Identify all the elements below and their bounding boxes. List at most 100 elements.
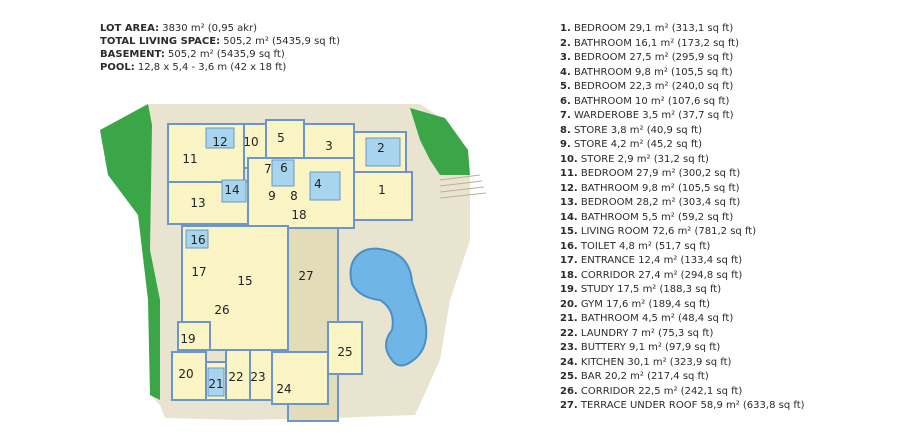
legend-item-text: TERRACE UNDER ROOF 58,9 m² (633,8 sq ft) xyxy=(580,400,805,411)
legend-item-number: 3. xyxy=(560,52,571,63)
legend-item-text: BAR 20,2 m² (217,4 sq ft) xyxy=(580,371,709,382)
legend-item: 20. GYM 17,6 m² (189,4 sq ft) xyxy=(560,298,805,313)
outdoor-stairs xyxy=(439,174,487,199)
room-label-1: 1 xyxy=(378,183,386,197)
room-label-10: 10 xyxy=(243,135,258,149)
legend-item-text: BATHROOM 16,1 m² (173,2 sq ft) xyxy=(573,37,739,49)
legend-item-text: BEDROOM 27,5 m² (295,9 sq ft) xyxy=(573,52,734,63)
legend-item: 23. BUTTERY 9,1 m² (97,9 sq ft) xyxy=(560,341,805,356)
room-label-16: 16 xyxy=(190,233,205,247)
legend-item: 1. BEDROOM 29,1 m² (313,1 sq ft) xyxy=(560,22,805,37)
room-label-15: 15 xyxy=(237,274,252,288)
legend-item-text: BEDROOM 27,9 m² (300,2 sq ft) xyxy=(580,168,741,179)
legend-item-text: CORRIDOR 27,4 m² (294,8 sq ft) xyxy=(580,269,743,281)
legend-item: 17. ENTRANCE 12,4 m² (133,4 sq ft) xyxy=(560,254,805,269)
legend-item-text: LIVING ROOM 72,6 m² (781,2 sq ft) xyxy=(580,226,757,237)
room-label-4: 4 xyxy=(314,177,322,191)
summary-lot-area: LOT AREA: 3830 m² (0,95 akr) xyxy=(100,23,258,34)
legend-item-text: BUTTERY 9,1 m² (97,9 sq ft) xyxy=(580,342,721,353)
room-label-24: 24 xyxy=(276,382,291,396)
legend-item-number: 5. xyxy=(560,81,571,92)
legend-item-text: BATHROOM 4,5 m² (48,4 sq ft) xyxy=(580,313,734,324)
legend-item: 19. STUDY 17,5 m² (188,3 sq ft) xyxy=(560,283,805,298)
grass-right xyxy=(410,108,470,175)
legend-item-number: 10. xyxy=(560,153,578,165)
legend-item-number: 9. xyxy=(560,139,571,150)
legend-item-number: 16. xyxy=(560,240,578,252)
room-label-12: 12 xyxy=(212,135,227,149)
legend-item-number: 7. xyxy=(560,110,571,121)
legend-item-text: WARDEROBE 3,5 m² (37,7 sq ft) xyxy=(573,110,734,121)
legend-item-number: 25. xyxy=(560,371,578,382)
legend-item: 11. BEDROOM 27,9 m² (300,2 sq ft) xyxy=(560,167,805,182)
legend-item-number: 23. xyxy=(560,342,578,353)
legend-item-number: 27. xyxy=(560,400,578,411)
legend-item: 13. BEDROOM 28,2 m² (303,4 sq ft) xyxy=(560,196,805,211)
legend-item-number: 2. xyxy=(560,37,571,49)
legend-item-text: ENTRANCE 12,4 m² (133,4 sq ft) xyxy=(580,255,743,266)
legend-item-text: STORE 3,8 m² (40,9 sq ft) xyxy=(573,124,702,136)
legend-item: 14. BATHROOM 5,5 m² (59,2 sq ft) xyxy=(560,211,805,226)
room-label-11: 11 xyxy=(182,152,197,166)
legend-item-number: 22. xyxy=(560,327,578,339)
room-label-17: 17 xyxy=(191,265,206,279)
legend-item-number: 26. xyxy=(560,385,578,397)
legend-item-number: 13. xyxy=(560,197,578,208)
legend-item: 5. BEDROOM 22,3 m² (240,0 sq ft) xyxy=(560,80,805,95)
legend-item-text: BATHROOM 9,8 m² (105,5 sq ft) xyxy=(580,182,740,194)
legend-item-number: 17. xyxy=(560,255,578,266)
legend-item: 15. LIVING ROOM 72,6 m² (781,2 sq ft) xyxy=(560,225,805,240)
summary-basement: BASEMENT: 505,2 m² (5435,9 sq ft) xyxy=(100,49,285,60)
legend-item: 9. STORE 4,2 m² (45,2 sq ft) xyxy=(560,138,805,153)
room-label-25: 25 xyxy=(337,345,352,359)
legend-item: 16. TOILET 4,8 m² (51,7 sq ft) xyxy=(560,240,805,255)
room-label-9: 9 xyxy=(268,189,276,203)
room-label-3: 3 xyxy=(325,139,333,153)
room-label-2: 2 xyxy=(377,141,385,155)
legend-item-number: 20. xyxy=(560,298,578,310)
room-label-22: 22 xyxy=(228,370,243,384)
legend-item: 25. BAR 20,2 m² (217,4 sq ft) xyxy=(560,370,805,385)
legend-item: 27. TERRACE UNDER ROOF 58,9 m² (633,8 sq… xyxy=(560,399,805,414)
legend-item: 22. LAUNDRY 7 m² (75,3 sq ft) xyxy=(560,327,805,342)
legend-item-number: 1. xyxy=(560,23,571,34)
legend-item-text: TOILET 4,8 m² (51,7 sq ft) xyxy=(580,240,711,252)
room-label-14: 14 xyxy=(224,183,239,197)
legend-item-text: BEDROOM 22,3 m² (240,0 sq ft) xyxy=(573,81,734,92)
legend-item-number: 18. xyxy=(560,269,578,281)
legend-item-number: 11. xyxy=(560,168,578,179)
room-legend: 1. BEDROOM 29,1 m² (313,1 sq ft)2. BATHR… xyxy=(560,22,805,414)
legend-item: 2. BATHROOM 16,1 m² (173,2 sq ft) xyxy=(560,37,805,52)
room-label-23: 23 xyxy=(250,370,265,384)
room-label-7: 7 xyxy=(264,162,272,176)
legend-item-text: STORE 4,2 m² (45,2 sq ft) xyxy=(573,139,702,150)
legend-item-text: STORE 2,9 m² (31,2 sq ft) xyxy=(580,153,709,165)
legend-item-number: 4. xyxy=(560,66,571,78)
legend-item-number: 15. xyxy=(560,226,578,237)
room-label-8: 8 xyxy=(290,189,298,203)
room-label-5: 5 xyxy=(277,131,285,145)
legend-item-number: 8. xyxy=(560,124,571,136)
legend-item-text: BEDROOM 28,2 m² (303,4 sq ft) xyxy=(580,197,741,208)
legend-item: 21. BATHROOM 4,5 m² (48,4 sq ft) xyxy=(560,312,805,327)
legend-item-text: CORRIDOR 22,5 m² (242,1 sq ft) xyxy=(580,385,743,397)
legend-item-number: 6. xyxy=(560,95,571,107)
room-label-27: 27 xyxy=(298,269,313,283)
grass-left xyxy=(100,104,160,400)
room-label-13: 13 xyxy=(190,196,205,210)
room-label-18: 18 xyxy=(291,208,306,222)
legend-item-number: 21. xyxy=(560,313,578,324)
legend-item-text: STUDY 17,5 m² (188,3 sq ft) xyxy=(580,284,722,295)
legend-item-text: BEDROOM 29,1 m² (313,1 sq ft) xyxy=(573,23,734,34)
legend-item-text: KITCHEN 30,1 m² (323,9 sq ft) xyxy=(580,356,732,368)
room-label-6: 6 xyxy=(280,161,288,175)
legend-item-text: BATHROOM 10 m² (107,6 sq ft) xyxy=(573,95,730,107)
legend-item: 7. WARDEROBE 3,5 m² (37,7 sq ft) xyxy=(560,109,805,124)
legend-item-text: GYM 17,6 m² (189,4 sq ft) xyxy=(580,298,711,310)
floor-plan: 1 2 3 4 5 6 7 8 9 10 11 12 13 14 15 16 1… xyxy=(100,104,487,422)
swimming-pool xyxy=(349,247,428,367)
room-labels: 1 2 3 4 5 6 7 8 9 10 11 12 13 14 15 16 1… xyxy=(178,131,385,396)
bathroom-fixtures xyxy=(185,127,401,397)
legend-item-text: BATHROOM 9,8 m² (105,5 sq ft) xyxy=(573,66,733,78)
room-label-21: 21 xyxy=(208,377,223,391)
